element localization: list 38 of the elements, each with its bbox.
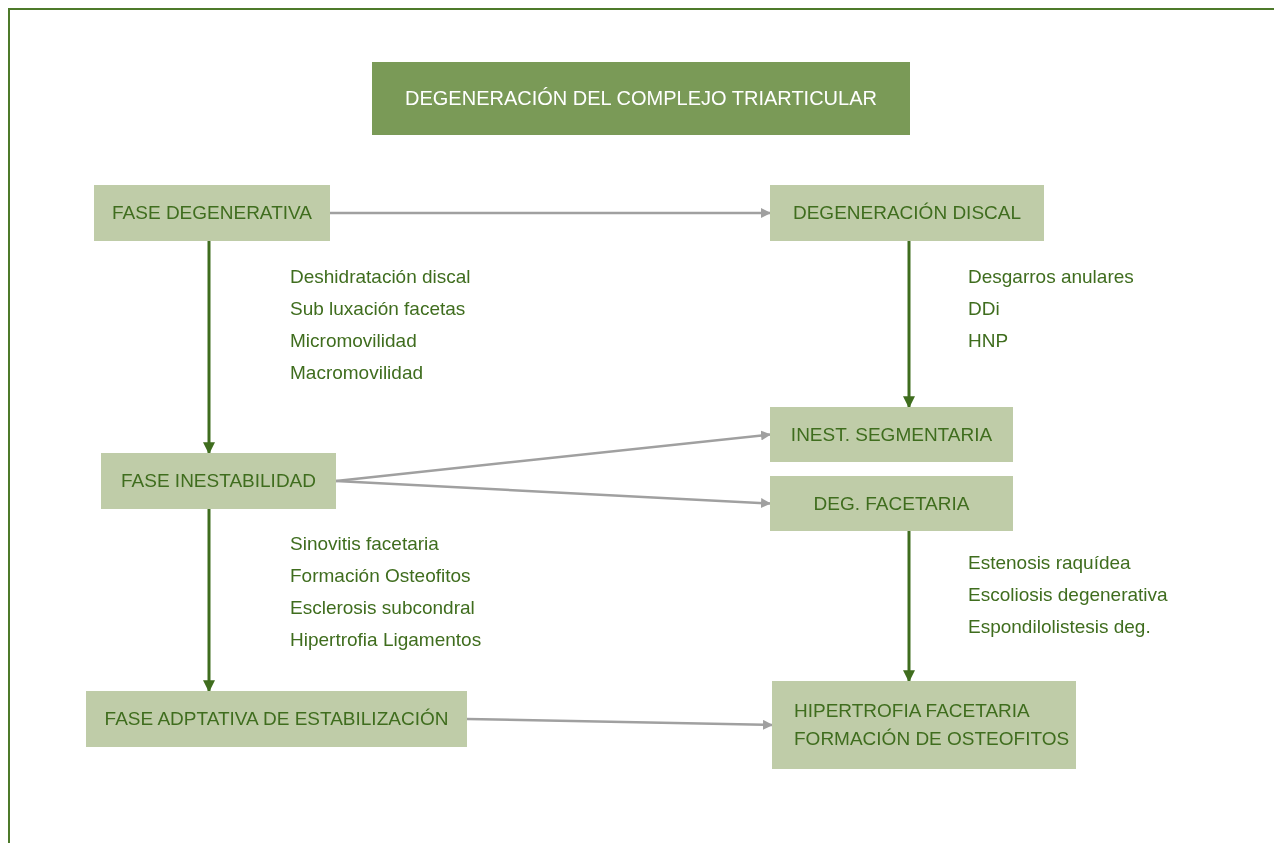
note-text: Hipertrofia Ligamentos <box>290 628 482 652</box>
arrow <box>203 241 215 455</box>
box-label: INEST. SEGMENTARIA <box>790 422 993 447</box>
box-label: HIPERTROFIA FACETARIA <box>794 699 1030 724</box>
note-text: DDi <box>968 297 1000 321</box>
note-text: Desgarros anulares <box>968 265 1134 289</box>
note-text: Espondilolistesis deg. <box>968 615 1151 639</box>
box-label: DEG. FACETARIA <box>813 491 970 516</box>
note-text: Macromovilidad <box>290 361 424 385</box>
arrow <box>330 208 771 218</box>
arrow <box>203 509 215 693</box>
arrow <box>903 241 915 409</box>
diagram-title: DEGENERACIÓN DEL COMPLEJO TRIARTICULAR <box>405 86 877 111</box>
note-text: Deshidratación discal <box>290 265 471 289</box>
arrow <box>903 531 915 683</box>
box-label: DEGENERACIÓN DISCAL <box>792 201 1021 226</box>
box-label: FASE ADPTATIVA DE ESTABILIZACIÓN <box>104 707 449 732</box>
arrow <box>335 479 771 509</box>
note-text: HNP <box>968 329 1009 353</box>
note-text: Esclerosis subcondral <box>290 596 475 620</box>
process-box <box>770 185 1044 241</box>
note-text: Estenosis raquídea <box>968 551 1131 575</box>
note-text: Sub luxación facetas <box>290 297 466 321</box>
process-box <box>94 185 330 241</box>
note-text: Formación Osteofitos <box>290 564 471 588</box>
arrow <box>335 430 771 483</box>
box-label: FORMACIÓN DE OSTEOFITOS <box>794 727 1070 751</box>
process-box <box>101 453 336 509</box>
process-box <box>86 691 467 747</box>
box-label: FASE INESTABILIDAD <box>121 469 316 494</box>
note-text: Sinovitis facetaria <box>290 532 439 556</box>
note-text: Escoliosis degenerativa <box>968 583 1168 607</box>
process-box <box>772 681 1076 769</box>
box-label: FASE DEGENERATIVA <box>112 201 312 226</box>
note-text: Micromovilidad <box>290 329 417 353</box>
process-box <box>770 407 1013 462</box>
arrow <box>466 717 773 730</box>
process-box <box>770 476 1013 531</box>
